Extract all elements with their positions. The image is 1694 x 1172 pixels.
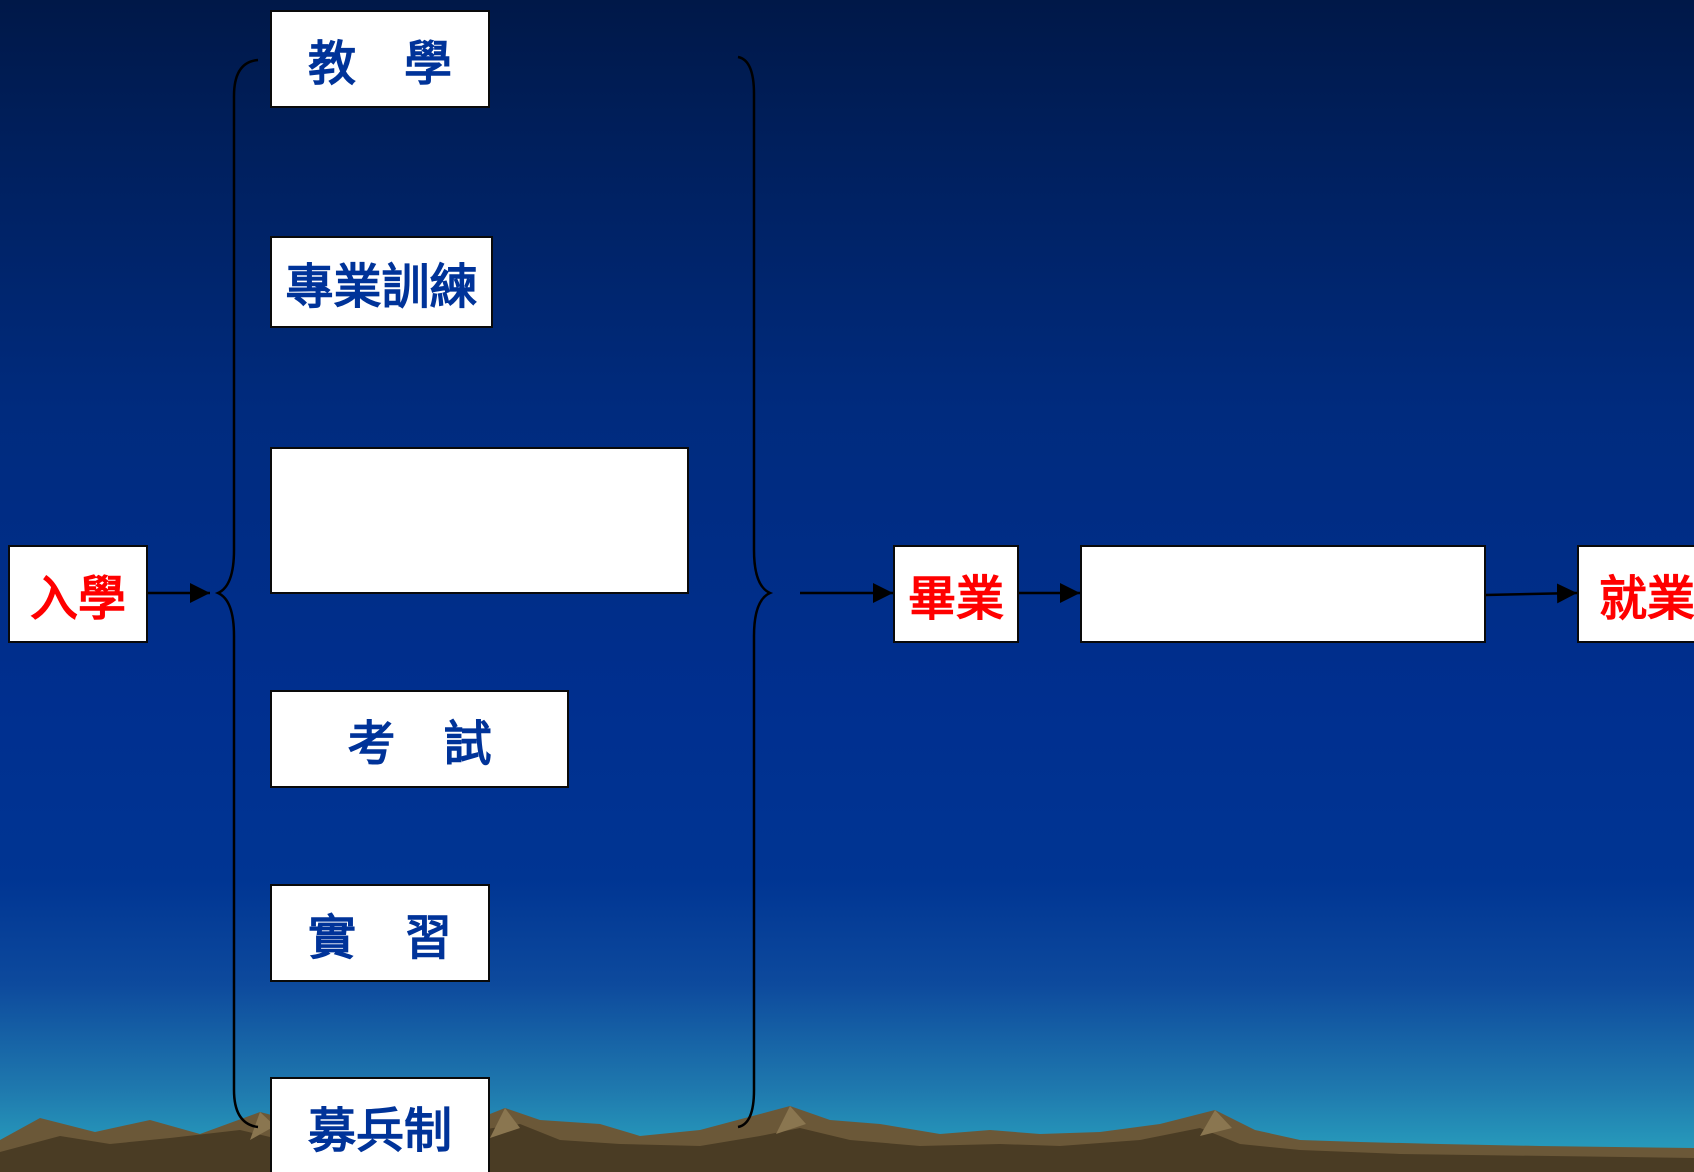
graduation-box: 畢業 <box>893 545 1019 643</box>
blank-middle-box <box>270 447 689 594</box>
recruitment-system-box: 募兵制 <box>270 1077 490 1172</box>
teaching-box: 教 學 <box>270 10 490 108</box>
exam-box: 考 試 <box>270 690 569 788</box>
professional-training-box: 專業訓練 <box>270 236 493 328</box>
internship-box: 實 習 <box>270 884 490 982</box>
mountain-range-decoration <box>0 1100 1694 1172</box>
enroll-box: 入學 <box>8 545 148 643</box>
right-curly-brace <box>738 57 770 1127</box>
blank-after-graduation-box <box>1080 545 1486 643</box>
employment-box: 就業 <box>1577 545 1694 643</box>
left-curly-brace <box>218 60 258 1127</box>
arrow-blank-to-employment <box>1485 593 1577 595</box>
